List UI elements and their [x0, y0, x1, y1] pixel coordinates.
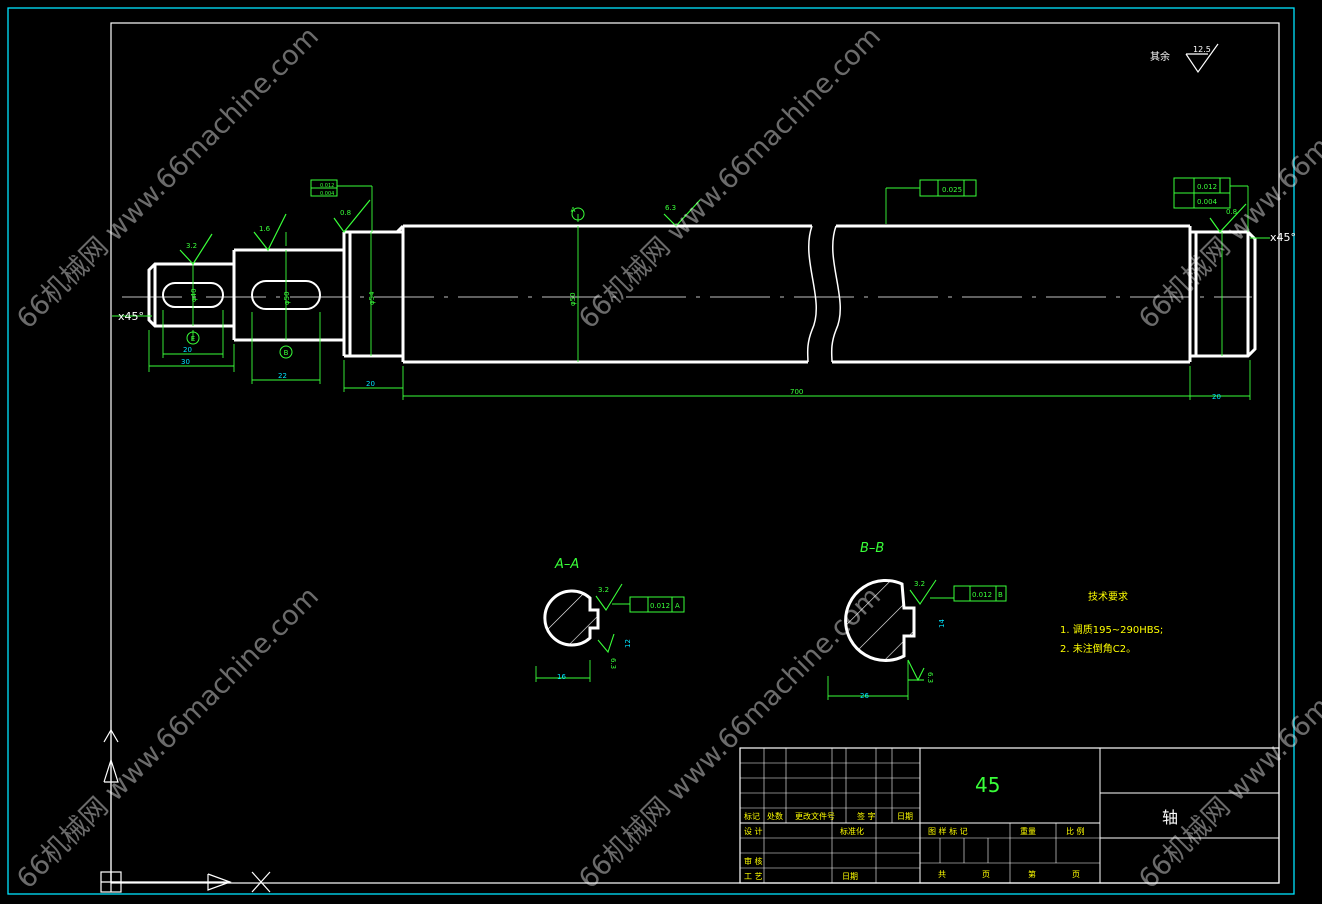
watermark-1: 66机械网 www.66machine.com — [11, 21, 325, 335]
section-bb-dim: 26 — [860, 692, 869, 700]
tol-runout-right: 0.012 — [1197, 183, 1217, 191]
diameter-label-3: φ54 — [368, 291, 376, 305]
section-aa-tol: 0.012 — [650, 602, 670, 610]
tech-heading: 技术要求 — [1088, 590, 1128, 603]
tol-cyl-right: 0.004 — [1197, 198, 1218, 206]
stage-header-2: 重量 — [1020, 826, 1036, 836]
break-lines — [806, 225, 841, 363]
section-aa-depth: 12 — [624, 639, 632, 648]
sheet-label-page1: 页 — [982, 870, 990, 879]
section-aa-ra: 3.2 — [598, 586, 609, 594]
tol-left-a: 0.012 — [320, 183, 334, 189]
keyways — [162, 280, 321, 310]
tolerance-frames — [310, 177, 1231, 209]
tol-runout-mid: 0.025 — [942, 186, 962, 194]
section-bb: B–B 26 3.2 0.012 B 6.3 14 — [827, 541, 1007, 700]
ra-label-3: 0.8 — [340, 209, 351, 217]
sheet-label-total: 共 — [938, 870, 946, 879]
stage-header-1: 图 样 标 记 — [928, 826, 968, 836]
section-aa-datum: A — [675, 602, 680, 610]
part-name-label: 轴 — [1162, 808, 1178, 827]
row-label-process: 工 艺 — [744, 872, 763, 881]
surface-other-label: 其余 — [1150, 50, 1170, 63]
ra-label-5: 0.8 — [1226, 208, 1237, 216]
tech-item-2: 2. 未注倒角C2。 — [1060, 642, 1136, 655]
rev-header-5: 日期 — [897, 812, 913, 821]
datum-a-label: A — [571, 206, 576, 214]
tol-left-b: 0.004 — [320, 191, 334, 197]
diameter-label-1: φ40 — [190, 288, 198, 302]
ra-label-4: 6.3 — [665, 204, 676, 212]
rev-header-1: 标记 — [744, 811, 760, 821]
section-aa-title: A–A — [554, 557, 579, 572]
watermark-2: 66机械网 www.66machine.com — [573, 21, 887, 335]
row-label-date: 日期 — [842, 872, 858, 881]
diameter-label-4: φ50 — [569, 292, 577, 306]
watermark-5: 66机械网 www.66machine.com — [573, 581, 887, 895]
material-label: 45 — [975, 773, 1000, 797]
surface-ra-label: 12.5 — [1193, 45, 1211, 54]
section-bb-depth: 14 — [938, 619, 946, 628]
inner-frame — [110, 22, 1280, 884]
ucs-icon — [100, 720, 271, 893]
datum-b-label: B — [284, 349, 289, 357]
rev-header-2: 处数 — [767, 811, 783, 821]
row-label-standard: 标准化 — [840, 826, 864, 836]
section-aa: A–A 16 3.2 0.012 A 6.3 12 — [535, 557, 685, 682]
datum-bubbles — [186, 207, 585, 359]
dim-label-1: 20 — [183, 346, 192, 354]
title-block — [739, 747, 1280, 884]
dim-label-4: 20 — [366, 380, 375, 388]
stage-header-3: 比 例 — [1066, 826, 1085, 836]
diameter-label-2: φ50 — [283, 291, 291, 305]
dim-label-2: 30 — [181, 358, 190, 366]
dim-label-5: 20 — [1212, 393, 1221, 401]
ra-label-1: 3.2 — [186, 242, 197, 250]
shaft-outline — [147, 224, 1257, 364]
dimension-lines — [112, 185, 1270, 400]
tech-requirements: 技术要求 1. 调质195~290HBS; 2. 未注倒角C2。 — [1060, 590, 1163, 655]
rev-header-3: 更改文件号 — [795, 811, 835, 821]
section-bb-tol: 0.012 — [972, 591, 992, 599]
overall-length-label: 700 — [790, 388, 803, 396]
watermarks: 66机械网 www.66machine.com 66机械网 www.66mach… — [11, 21, 1322, 895]
ra-label-2: 1.6 — [259, 225, 271, 233]
sheet-label-page2: 页 — [1072, 870, 1080, 879]
title-block-text: 45 轴 标记 处数 更改文件号 签 字 日期 设 计 标准化 审 核 工 艺 … — [744, 773, 1178, 881]
shaft-labels: x45° x45° 700 3.2 1.6 0.8 6.3 0.8 20 30 … — [118, 183, 1296, 401]
datum-e-label: E — [191, 335, 195, 343]
section-bb-datum: B — [998, 591, 1003, 599]
section-aa-ra2: 6.3 — [609, 658, 617, 669]
chamfer-left-label: x45° — [118, 310, 144, 323]
chamfer-right-label: x45° — [1270, 231, 1296, 244]
outer-frame — [7, 7, 1295, 895]
rev-header-4: 签 字 — [857, 811, 876, 821]
dim-label-3: 22 — [278, 372, 287, 380]
row-label-design: 设 计 — [744, 826, 763, 836]
section-aa-dim: 16 — [557, 673, 566, 681]
row-label-review: 审 核 — [744, 856, 763, 866]
section-bb-ra: 3.2 — [914, 580, 925, 588]
sheet-label-no: 第 — [1028, 869, 1036, 879]
surface-note: 其余 12.5 — [1150, 43, 1219, 74]
section-bb-ra2: 6.3 — [926, 672, 934, 683]
watermark-4: 66机械网 www.66machine.com — [11, 581, 325, 895]
section-bb-title: B–B — [860, 541, 884, 556]
tech-item-1: 1. 调质195~290HBS; — [1060, 624, 1163, 636]
surface-finish-symbols — [179, 199, 1247, 265]
